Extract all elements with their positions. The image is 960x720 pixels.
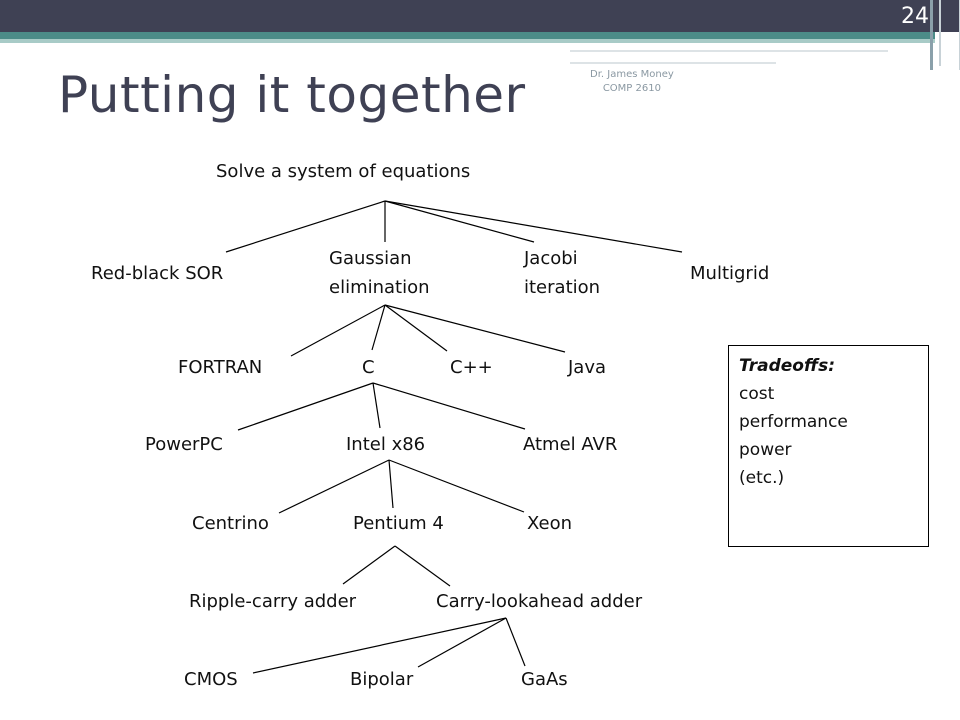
tree-node-technology: CMOS: [184, 669, 238, 690]
author-info: Dr. James Money COMP 2610: [590, 68, 674, 96]
header-accent-stripe: [0, 32, 935, 39]
edge-root-jacobi: [384, 200, 535, 243]
edge-c-avr: [372, 382, 526, 430]
tree-node-method: Jacobi iteration: [524, 248, 601, 298]
edge-lookahead-gaas: [505, 617, 526, 667]
tree-node-method: Multigrid: [690, 263, 770, 284]
tree-node-language: FORTRAN: [178, 357, 263, 378]
tree-node-root: Solve a system of equations: [216, 161, 471, 182]
edge-x86-xeon: [388, 459, 525, 513]
edge-gaussian-cpp: [384, 304, 448, 352]
edge-pentium-ripple: [342, 545, 396, 585]
tree-node-architecture: PowerPC: [145, 434, 223, 455]
decorative-rule: [570, 50, 888, 52]
tree-node-adder: Ripple-carry adder: [189, 591, 357, 612]
tradeoff-item: (etc.): [739, 468, 785, 488]
slide-number: 24: [901, 4, 929, 29]
tradeoffs-box: Tradeoffs: cost performance power (etc.): [728, 345, 929, 547]
tradeoff-item: cost: [739, 384, 775, 404]
tree-node-language: C: [362, 357, 375, 378]
edge-root-multigrid: [384, 200, 683, 253]
edge-c-powerpc: [237, 382, 374, 431]
header-bar: [0, 0, 960, 32]
slide-title: Putting it together: [58, 66, 526, 124]
tree-node-technology: Bipolar: [350, 669, 414, 690]
edge-x86-pentium: [388, 459, 394, 509]
author-name: Dr. James Money: [590, 69, 674, 80]
course-code: COMP 2610: [602, 83, 661, 94]
edge-c-x86: [372, 382, 381, 429]
tree-node-method: Red-black SOR: [91, 263, 224, 284]
tradeoffs-heading: Tradeoffs:: [739, 356, 836, 376]
tradeoff-item: power: [739, 440, 792, 460]
edge-lookahead-bipolar: [417, 617, 507, 668]
tree-node-language: C++: [450, 357, 493, 378]
tree-node-language: Java: [568, 357, 607, 378]
tree-node-architecture: Intel x86: [346, 434, 426, 455]
tree-node-technology: GaAs: [521, 669, 568, 690]
edge-gaussian-c: [371, 304, 386, 351]
tree-node-processor: Pentium 4: [353, 513, 444, 534]
edge-lookahead-cmos: [252, 617, 507, 674]
decorative-rule: [570, 62, 776, 64]
tree-node-processor: Centrino: [192, 513, 269, 534]
tradeoff-item: performance: [739, 412, 848, 432]
edge-gaussian-java: [384, 304, 566, 353]
tree-node-method: Gaussian elimination: [329, 248, 430, 298]
edge-pentium-lookahead: [394, 545, 451, 587]
edge-gaussian-fortran: [290, 304, 386, 357]
header-accent-stripe-light: [0, 39, 935, 43]
edge-root-sor: [225, 200, 386, 253]
tree-node-adder: Carry-lookahead adder: [436, 591, 643, 612]
edge-x86-centrino: [278, 459, 390, 514]
tree-node-architecture: Atmel AVR: [523, 434, 618, 455]
tree-node-processor: Xeon: [527, 513, 573, 534]
